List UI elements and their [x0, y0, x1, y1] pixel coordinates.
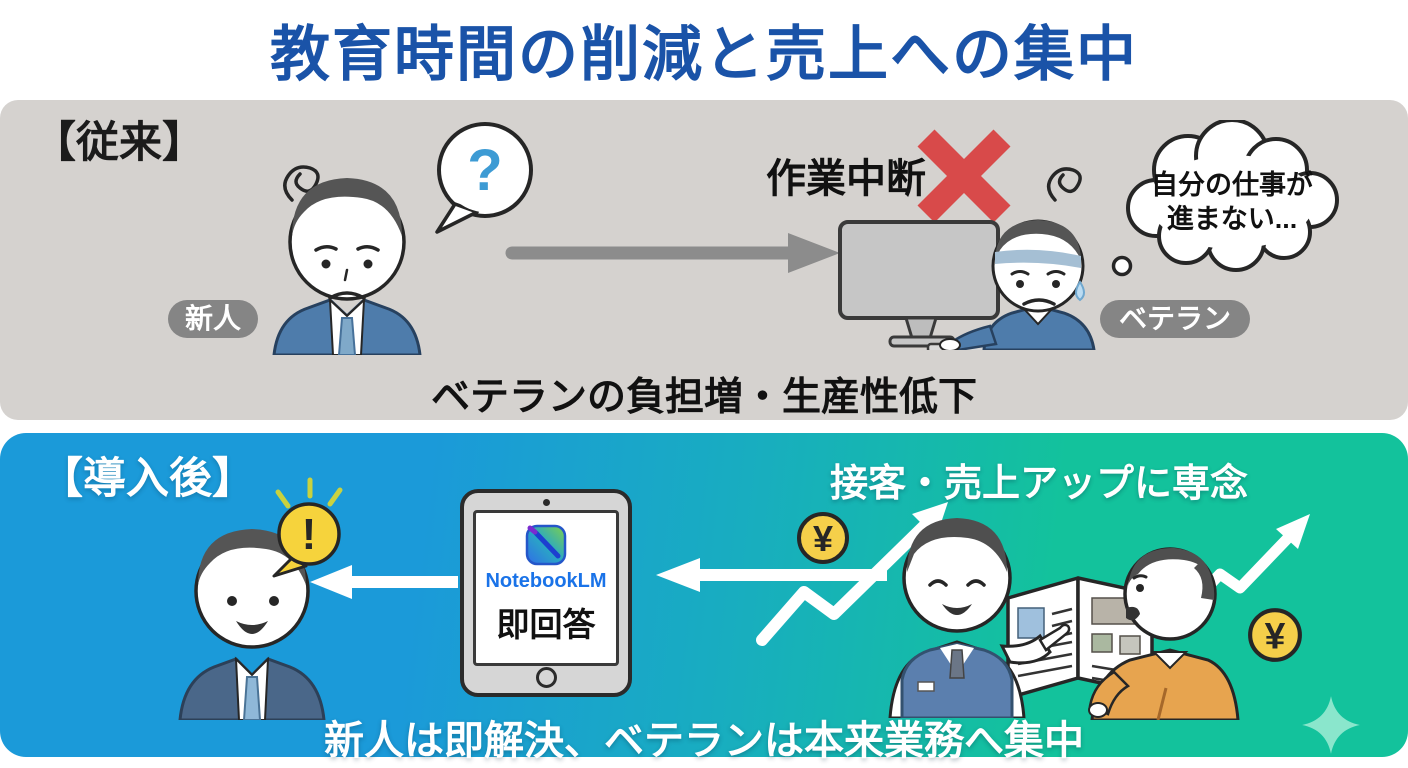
yen-symbol: ¥	[813, 518, 833, 559]
stress-scribble-icon	[1046, 167, 1082, 202]
tablet-illustration: NotebookLM 即回答	[460, 489, 632, 697]
worried-newbie-illustration	[272, 178, 422, 355]
thought-text-line2: 進まない...	[1167, 204, 1298, 234]
right-arrow-icon	[505, 233, 840, 273]
question-mark: ?	[467, 138, 502, 203]
happy-newbie-illustration	[178, 529, 326, 720]
exclamation-mark: !	[302, 510, 317, 559]
yen-symbol: ¥	[1265, 614, 1286, 656]
left-arrow-icon	[656, 558, 887, 592]
notebooklm-logo-icon	[525, 524, 567, 566]
veteran-at-computer-illustration	[838, 219, 1096, 350]
question-bubble: ?	[435, 122, 533, 234]
sales-focus-label: 接客・売上アップに専念	[830, 463, 1249, 505]
stress-scribble-icon	[283, 165, 320, 202]
yen-coin-icon: ¥	[1248, 608, 1302, 662]
instant-answer-text: 即回答	[496, 606, 596, 643]
before-section-label: 【従来】	[33, 119, 205, 167]
exclamation-bubble-icon: !	[272, 477, 343, 578]
left-arrow-icon	[310, 565, 458, 599]
page-title: 教育時間の削減と売上への集中	[270, 21, 1138, 88]
staff-illustration	[888, 518, 1071, 718]
after-summary-text: 新人は即解決、ベテランは本来業務へ集中	[324, 719, 1084, 763]
before-summary-text: ベテランの負担増・生産性低下	[430, 376, 977, 419]
thought-text-line1: 自分の仕事が	[1151, 169, 1313, 200]
notebooklm-app-name: NotebookLM	[485, 570, 607, 592]
customer-illustration	[1088, 547, 1240, 720]
work-interruption-label: 作業中断	[766, 157, 926, 201]
veteran-badge: ベテラン	[1100, 300, 1250, 338]
red-cross-icon	[917, 129, 1011, 223]
thought-bubble: 自分の仕事が 進まない...	[1111, 120, 1339, 277]
tablet-camera-icon	[543, 499, 550, 506]
newbie-badge: 新人	[168, 300, 258, 338]
sparkle-icon	[1302, 696, 1360, 754]
tablet-screen: NotebookLM 即回答	[473, 510, 619, 666]
after-section-label: 【導入後】	[40, 455, 255, 503]
tablet-home-button	[536, 667, 557, 688]
yen-coin-icon: ¥	[797, 512, 849, 564]
